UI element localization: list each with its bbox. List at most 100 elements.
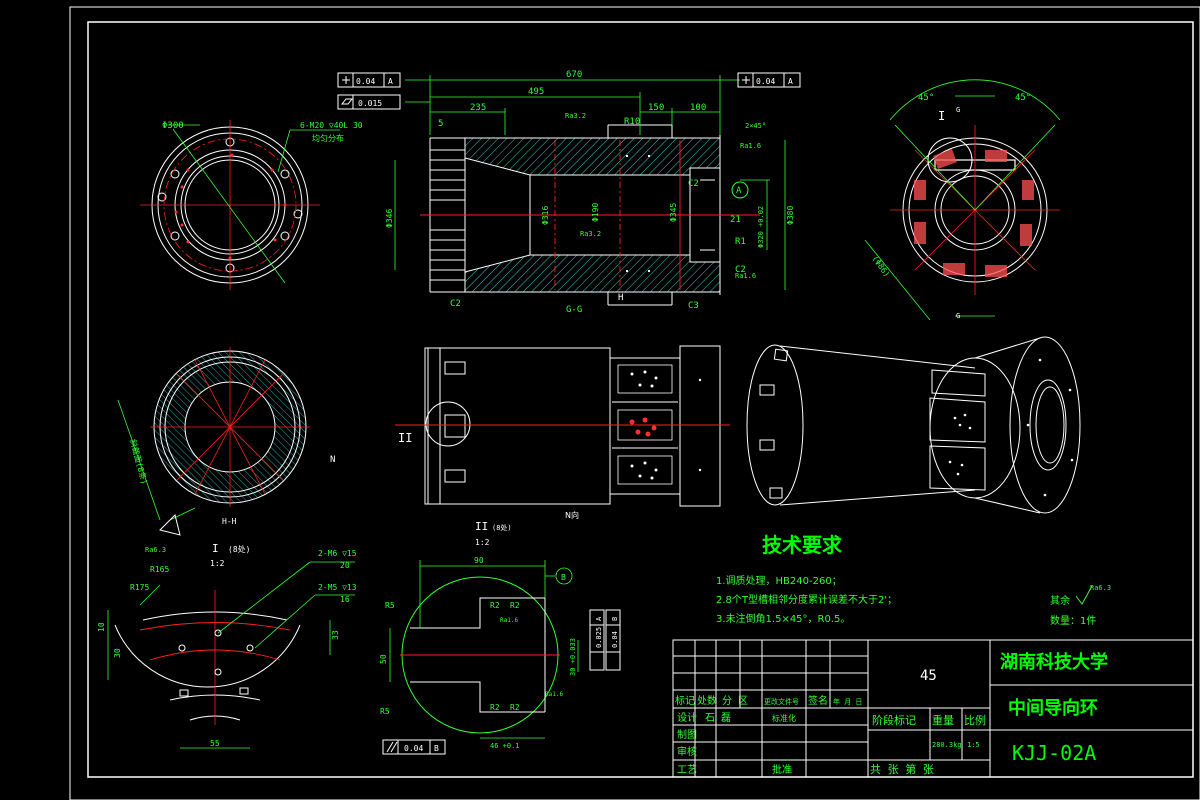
detail-ii-d50: 50 — [379, 654, 388, 664]
tb-h-docno: 更改文件号 — [764, 697, 799, 706]
tol-cyl-value: 0.015 — [358, 99, 382, 108]
tb-h-count: 处数 — [697, 694, 717, 707]
tech-rest-roughness: Ra6.3 — [1090, 584, 1111, 592]
dim-d345: Φ345 — [669, 203, 678, 222]
tb-designer: 石 磊 — [705, 712, 731, 724]
detail-i-d33: 33 — [331, 630, 340, 640]
detail-ii-r2d: R2 — [510, 703, 520, 712]
section-view-hh: 斜截面(8条) Ra6.3 H-H N — [117, 347, 335, 554]
dim-c2c: C2 — [450, 299, 461, 309]
dim-side: (Φ86) — [870, 254, 891, 279]
dim-c3: C3 — [688, 301, 699, 311]
detail-ii-r2a: R2 — [490, 601, 500, 610]
isometric-dots — [948, 358, 1074, 497]
hh-n-mark: N — [330, 455, 335, 465]
tb-material: 45 — [920, 668, 937, 684]
note-holes: 6-M20 ▽40L 30 — [300, 121, 363, 130]
detail-i-holes2: 2-M5 ▽13 — [318, 583, 357, 592]
label-ii: II — [398, 431, 412, 445]
isometric-view — [746, 336, 1081, 514]
detail-ii-tol-perp: 0.04 — [611, 631, 619, 648]
tb-h-scale: 比例 — [964, 713, 986, 727]
tb-sheets: 共 张 第 张 — [870, 762, 934, 776]
dim-670: 670 — [566, 70, 582, 80]
tech-item-2: 2.8个T型槽相邻分度累计误差不大于2'； — [716, 593, 897, 606]
tb-h-sign: 签名 — [808, 694, 828, 707]
rough-ra32-top: Ra3.2 — [565, 112, 586, 120]
detail-ii-datum-b: B — [561, 573, 566, 582]
tb-weight: 280.3kg — [932, 741, 962, 749]
tol-flat-ref: A — [388, 77, 393, 86]
detail-ii-ra16: Ra1.6 — [500, 617, 518, 624]
rough-ra32-mid: Ra3.2 — [580, 230, 601, 238]
title-block: 45 湖南科技大学 中间导向环 KJJ-02A 标记 处数 分 区 更改文件号 … — [672, 639, 1194, 778]
dim-d320: Φ320 +0.02 — [757, 206, 765, 248]
tb-h-draw: 制图 — [677, 728, 697, 741]
detail-ii-d30: 30 +0.033 — [569, 638, 577, 676]
detail-ii-qty: (8处) — [492, 523, 512, 532]
section-view-gg: 0.04 A 0.015 0.04 A 670 495 235 150 100 … — [337, 70, 801, 315]
dim-c2b: C2 — [735, 265, 746, 275]
detail-ii-r2b: R2 — [510, 601, 520, 610]
dim-c2a: C2 — [688, 179, 699, 189]
tech-title: 技术要求 — [762, 533, 843, 557]
detail-ii-tol-sym: 0.025 — [595, 627, 603, 648]
detail-ii-label: II — [475, 520, 488, 533]
tb-h-standard: 标准化 — [772, 713, 796, 723]
detail-ii-tol-perp-ref: B — [611, 617, 619, 621]
dim-d346: Φ346 — [385, 209, 394, 228]
dim-d316: Φ316 — [541, 206, 550, 225]
tb-h-date: 年 月 日 — [833, 697, 862, 706]
tol-right-ref: A — [788, 77, 793, 86]
end-view-flange: Φ300 6-M20 ▽40L 30 均匀分布 — [140, 120, 363, 290]
section-label-gg: G-G — [566, 305, 582, 315]
tech-item-3: 3.未注倒角1.5×45°，R0.5。 — [716, 612, 850, 625]
hh-label: H-H — [222, 517, 237, 526]
tb-drawing-no: KJJ-02A — [1012, 741, 1096, 765]
detail-ii: II (8处) 1:2 90 B R5 R5 R2 R2 R2 R2 Ra1.6… — [379, 520, 621, 755]
detail-i: I (8处) 1:2 2-M6 ▽15 20 2-M5 ▽13 16 R165 … — [97, 542, 357, 749]
detail-i-holes1b: 20 — [340, 561, 350, 570]
rough-ra16b: Ra1.6 — [735, 272, 756, 280]
angle-45-right: 45° — [1015, 93, 1031, 103]
tb-school: 湖南科技大学 — [1000, 651, 1108, 673]
detail-ii-tol-sym-ref: A — [595, 616, 603, 621]
tb-h-process: 工艺 — [677, 764, 697, 776]
tb-h-approve: 批准 — [772, 763, 792, 776]
detail-ii-ra16b: Ra1.6 — [545, 691, 563, 698]
tb-h-design: 设计 — [677, 711, 697, 724]
dim-r10: R10 — [624, 117, 640, 127]
hh-note: 斜截面(8条) — [128, 438, 150, 485]
tb-h-stage: 阶段标记 — [872, 713, 916, 727]
tb-h-zone: 分 区 — [722, 695, 748, 707]
label-g-bottom: G — [956, 312, 960, 320]
detail-ii-marker — [425, 401, 471, 447]
dim-d190: Φ190 — [591, 203, 600, 222]
detail-i-r165: R165 — [150, 565, 169, 574]
detail-i-holes1: 2-M6 ▽15 — [318, 549, 357, 558]
detail-ii-r2c: R2 — [490, 703, 500, 712]
section-mark-h: H — [618, 293, 623, 303]
dim-5: 5 — [438, 119, 443, 129]
angle-45-left: 45° — [918, 93, 934, 103]
detail-ii-d46: 46 +0.1 — [490, 742, 520, 750]
detail-i-d30: 30 — [113, 648, 122, 658]
detail-ii-tol-par: 0.04 — [404, 744, 423, 753]
detail-i-qty: (8处) — [228, 544, 250, 554]
detail-ii-r5a: R5 — [385, 601, 395, 610]
tech-requirements: 技术要求 1.调质处理，HB240-260； 2.8个T型槽相邻分度累计误差不大… — [716, 533, 1111, 627]
rough-ra16: Ra1.6 — [740, 142, 761, 150]
tb-h-weight: 重量 — [932, 713, 954, 727]
sheet-frame — [69, 6, 1200, 800]
dim-100: 100 — [690, 103, 706, 113]
dim-chamfer: 2×45° — [745, 122, 766, 130]
tb-part-name: 中间导向环 — [1008, 697, 1098, 719]
datum-a: A — [736, 186, 742, 196]
tb-scale: 1:5 — [967, 741, 980, 749]
front-view-n: II N向 — [395, 345, 730, 520]
dim-150: 150 — [648, 103, 664, 113]
end-view-slots: 45° 45° I G G (Φ86) — [864, 79, 1061, 321]
detail-i-scale: 1:2 — [210, 559, 225, 568]
dim-d380: Φ380 — [786, 206, 795, 225]
